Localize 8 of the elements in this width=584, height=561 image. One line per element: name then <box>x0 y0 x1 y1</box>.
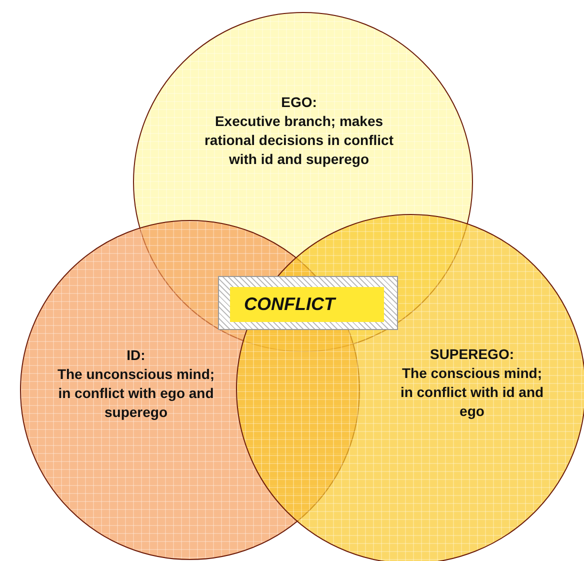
circle-heading: EGO: <box>280 93 318 112</box>
circle-description: The conscious mind; in conflict with id and ego <box>399 364 545 421</box>
circle-description: The unconscious mind; in conflict with ego and superego <box>56 365 216 422</box>
circle-heading: ID: <box>126 346 146 365</box>
circle-heading: SUPEREGO: <box>428 345 515 364</box>
center-label: CONFLICT <box>244 294 335 315</box>
venn-circle <box>236 214 584 561</box>
circle-description: Executive branch; makes rational decisions in conflict with id and superego <box>204 112 394 169</box>
